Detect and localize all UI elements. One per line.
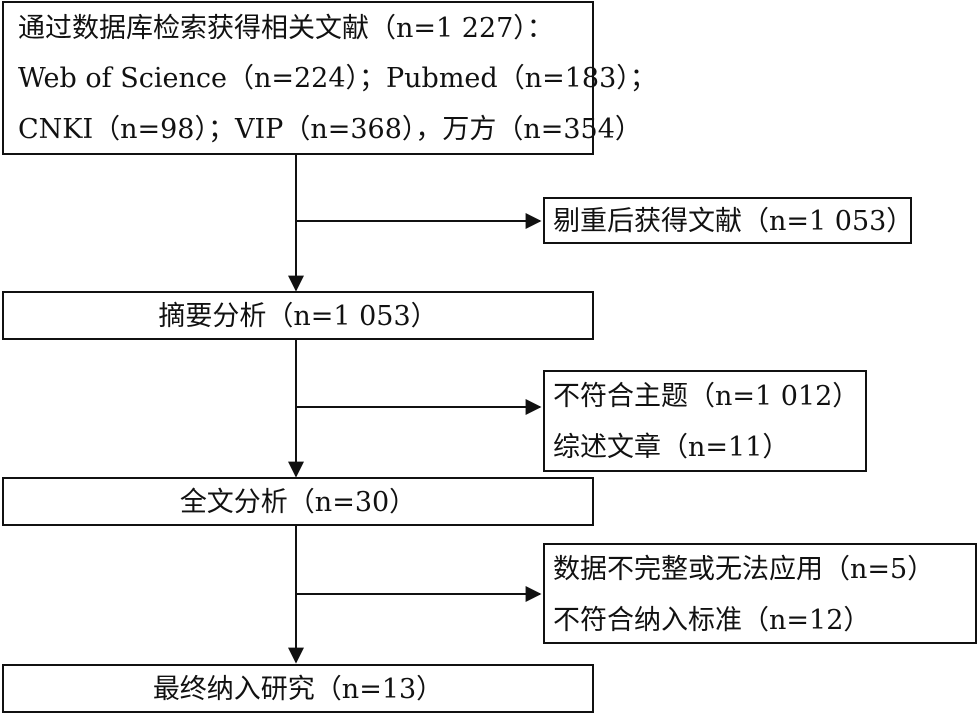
step3-line-1: 全文分析（n=30） <box>179 487 417 518</box>
step4-line-1: 最终纳入研究（n=13） <box>152 674 444 705</box>
step2-box: 摘要分析（n=1 053） <box>2 291 594 340</box>
step3-box: 全文分析（n=30） <box>2 477 594 526</box>
step4-box: 最终纳入研究（n=13） <box>2 664 594 713</box>
step2-line-1: 摘要分析（n=1 053） <box>158 301 438 332</box>
step1-line-1: 通过数据库检索获得相关文献（n=1 227）： <box>18 13 554 44</box>
exclusion3-line-1: 数据不完整或无法应用（n=5） <box>553 554 935 585</box>
exclusion3-line-2: 不符合纳入标准（n=12） <box>553 605 871 636</box>
step1-line-3: CNKI（n=98）；VIP（n=368），万方（n=354） <box>18 114 642 145</box>
exclusion3-box: 数据不完整或无法应用（n=5） 不符合纳入标准（n=12） <box>543 543 977 644</box>
exclusion2-box: 不符合主题（n=1 012） 综述文章（n=11） <box>543 370 867 472</box>
exclusion2-line-1: 不符合主题（n=1 012） <box>553 381 860 412</box>
exclusion2-line-2: 综述文章（n=11） <box>553 432 790 463</box>
exclusion1-line-1: 剔重后获得文献（n=1 053） <box>553 206 914 237</box>
exclusion1-box: 剔重后获得文献（n=1 053） <box>543 197 914 244</box>
step1-box: 通过数据库检索获得相关文献（n=1 227）： Web of Science（n… <box>2 1 657 155</box>
step1-line-2: Web of Science（n=224）；Pubmed（n=183）； <box>18 63 657 94</box>
